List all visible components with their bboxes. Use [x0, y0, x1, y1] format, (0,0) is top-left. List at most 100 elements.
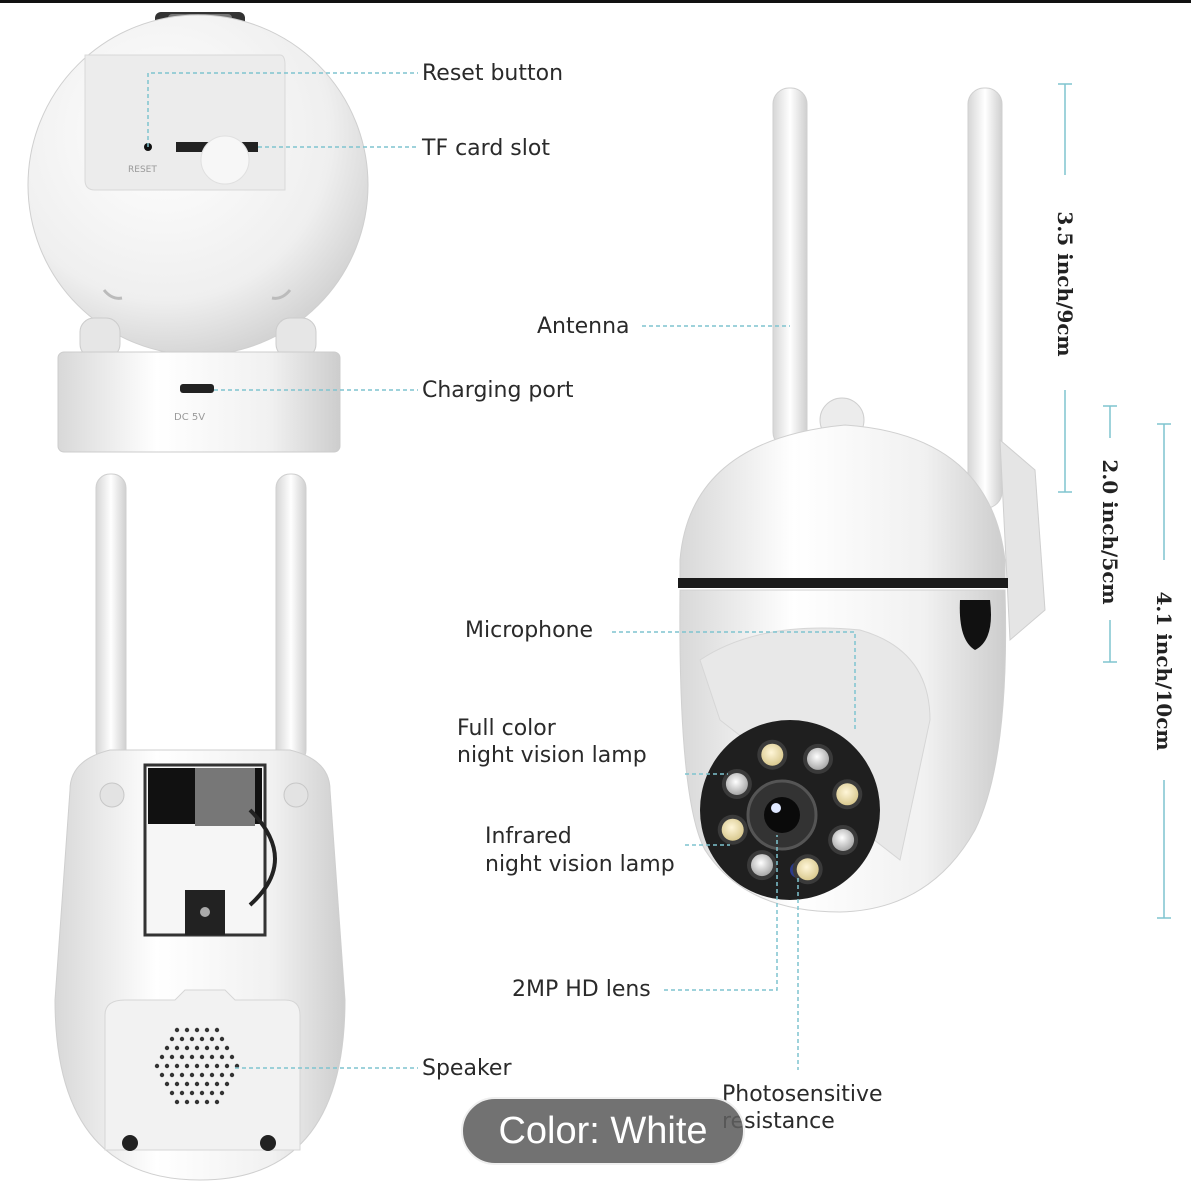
speaker-hole [164, 1045, 170, 1051]
speaker-hole [199, 1054, 205, 1060]
screw-hole-left [122, 1135, 138, 1151]
speaker-hole [184, 1081, 190, 1087]
speaker-hole [169, 1054, 175, 1060]
speaker-hole [189, 1072, 195, 1078]
speaker-hole [224, 1063, 230, 1069]
speaker-hole [209, 1072, 215, 1078]
leader-microphone [612, 631, 856, 732]
speaker-hole [174, 1045, 180, 1051]
speaker-hole [164, 1081, 170, 1087]
top-border [0, 0, 1191, 3]
speaker-hole [219, 1072, 225, 1078]
charging-port [180, 384, 214, 393]
speaker-hole [184, 1063, 190, 1069]
speaker-hole [214, 1081, 220, 1087]
dim-body-height: 4.1 inch/10cm [1152, 591, 1176, 751]
antenna-right-rear [275, 473, 307, 765]
power-cable [248, 808, 277, 907]
speaker-hole [229, 1072, 235, 1078]
speaker-hole [194, 1081, 200, 1087]
speaker-hole [214, 1063, 220, 1069]
speaker-hole [219, 1054, 225, 1060]
dc-marking: DC 5V [174, 412, 205, 423]
speaker-hole [214, 1099, 220, 1105]
speaker-hole [219, 1036, 225, 1042]
speaker-hole [199, 1036, 205, 1042]
speaker-hole [174, 1063, 180, 1069]
reset-marking: RESET [128, 165, 157, 175]
label-antenna: Antenna [537, 314, 630, 339]
speaker-hole [169, 1036, 175, 1042]
speaker-hole [189, 1090, 195, 1096]
infrared-lamp [832, 829, 855, 851]
speaker-grille [154, 1027, 240, 1105]
label-infrared-2: night vision lamp [485, 852, 675, 877]
speaker-hole [224, 1045, 230, 1051]
top-head [679, 424, 1006, 586]
speaker-hole [199, 1072, 205, 1078]
speaker-hole [159, 1054, 165, 1060]
bottom-view-camera [54, 473, 346, 1181]
leader-lens [664, 835, 778, 991]
rear-cover-panel [84, 54, 286, 191]
speaker-hole [229, 1054, 235, 1060]
speaker-hole [204, 1045, 210, 1051]
speaker-hole [214, 1045, 220, 1051]
speaker-hole [204, 1027, 210, 1033]
label-charging-port: Charging port [422, 378, 574, 403]
speaker-hole [194, 1099, 200, 1105]
speaker-hole [189, 1054, 195, 1060]
screw-hole-right [260, 1135, 276, 1151]
label-full-color-1: Full color [457, 716, 556, 741]
speaker-hole [154, 1063, 160, 1069]
speaker-hole [169, 1072, 175, 1078]
label-full-color-2: night vision lamp [457, 743, 647, 768]
speaker-hole [159, 1072, 165, 1078]
speaker-hole [174, 1099, 180, 1105]
speaker-hole [184, 1027, 190, 1033]
label-infrared-1: Infrared [485, 824, 572, 849]
speaker-hole [234, 1063, 240, 1069]
speaker-hole [164, 1063, 170, 1069]
rear-view-camera: RESET DC 5V [27, 12, 369, 453]
infrared-lamp [725, 773, 748, 795]
speaker-panel [104, 989, 301, 1151]
speaker-hole [169, 1090, 175, 1096]
full-color-lamp [836, 783, 859, 806]
antenna-right [967, 87, 1003, 509]
lamp-ring [717, 739, 863, 885]
speaker-hole [179, 1090, 185, 1096]
speaker-hole [174, 1081, 180, 1087]
leader-lines [147, 72, 856, 1070]
dim-head-height: 2.0 inch/5cm [1098, 459, 1122, 605]
speaker-hole [209, 1090, 215, 1096]
speaker-hole [219, 1090, 225, 1096]
antenna-left [772, 87, 808, 449]
speaker-hole [209, 1054, 215, 1060]
label-photosensitive-1: Photosensitive [722, 1082, 883, 1107]
front-view-camera [678, 87, 1046, 913]
side-bracket [999, 438, 1046, 642]
speaker-hole [209, 1036, 215, 1042]
speaker-hole [174, 1027, 180, 1033]
dimension-lines [1058, 83, 1171, 919]
speaker-hole [179, 1072, 185, 1078]
speaker-hole [204, 1063, 210, 1069]
label-reset-button: Reset button [422, 61, 564, 86]
speaker-hole [214, 1027, 220, 1033]
infrared-lamp [807, 747, 829, 770]
speaker-hole [199, 1090, 205, 1096]
speaker-hole [179, 1036, 185, 1042]
speaker-hole [189, 1036, 195, 1042]
speaker-hole [224, 1081, 230, 1087]
speaker-hole [204, 1099, 210, 1105]
speaker-hole [194, 1045, 200, 1051]
dim-antenna-height: 3.5 inch/9cm [1053, 211, 1077, 357]
leader-reset [147, 72, 418, 147]
base-block [57, 351, 341, 453]
speaker-hole [184, 1099, 190, 1105]
label-microphone: Microphone [465, 618, 594, 643]
label-speaker: Speaker [422, 1056, 512, 1081]
infrared-lamp [751, 854, 773, 877]
